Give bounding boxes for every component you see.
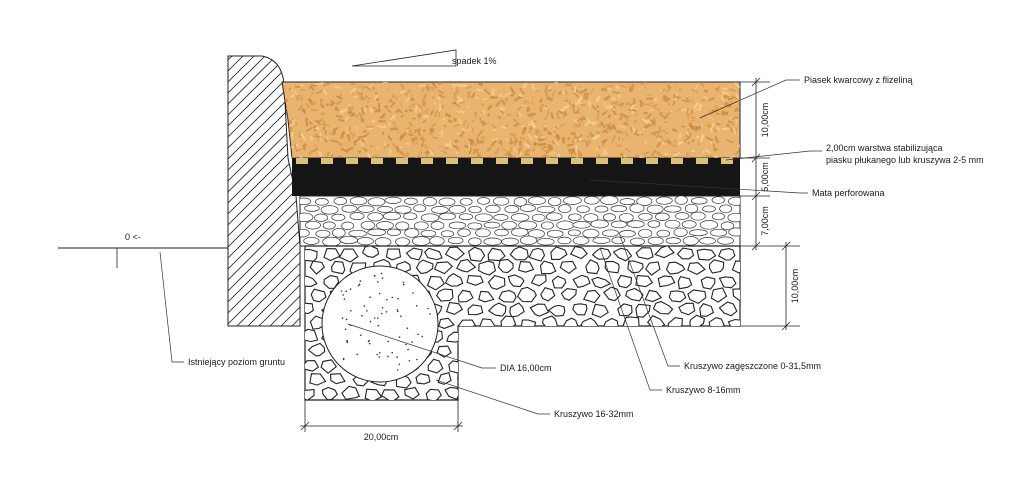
leader-lines bbox=[159, 79, 822, 415]
slope-indicator bbox=[351, 49, 457, 67]
dim-base: 10,00cm bbox=[790, 269, 800, 304]
perforated-mat bbox=[292, 158, 740, 196]
mat-label: Mata perforowana bbox=[812, 188, 885, 198]
zero-level-label: 0 <- bbox=[125, 232, 141, 242]
dimension-chain-right bbox=[740, 77, 800, 331]
dimension-bottom bbox=[300, 400, 463, 432]
ground-level-label: Istniejący poziom gruntu bbox=[188, 357, 285, 367]
dim-aggregate: 7,00cm bbox=[760, 206, 770, 236]
pipe-label: DIA 16,00cm bbox=[500, 363, 552, 373]
stabilising-label-1: 2,00cm warstwa stabilizująca bbox=[826, 143, 943, 153]
slope-label: spadek 1% bbox=[452, 56, 497, 66]
sand-texture bbox=[282, 82, 740, 158]
sand-label: Piasek kwarcowy z flizeliną bbox=[804, 75, 913, 85]
stabilising-layer bbox=[296, 158, 733, 164]
dim-width: 20,00cm bbox=[364, 432, 399, 442]
dim-mat: 5,00cm bbox=[760, 162, 770, 192]
aggregate-16-32-label: Kruszywo 16-32mm bbox=[554, 409, 634, 419]
compacted-aggregate-label: Kruszywo zagęszczone 0-31,5mm bbox=[684, 361, 821, 371]
dim-sand: 10,00cm bbox=[760, 103, 770, 138]
aggregate-8-16-label: Kruszywo 8-16mm bbox=[666, 385, 741, 395]
stabilising-label-2: piasku płukanego lub kruszywa 2-5 mm bbox=[826, 155, 984, 165]
pipe-fill bbox=[340, 272, 431, 371]
drainage-pipe bbox=[321, 265, 439, 383]
aggregate-8-16-stones bbox=[300, 196, 740, 246]
